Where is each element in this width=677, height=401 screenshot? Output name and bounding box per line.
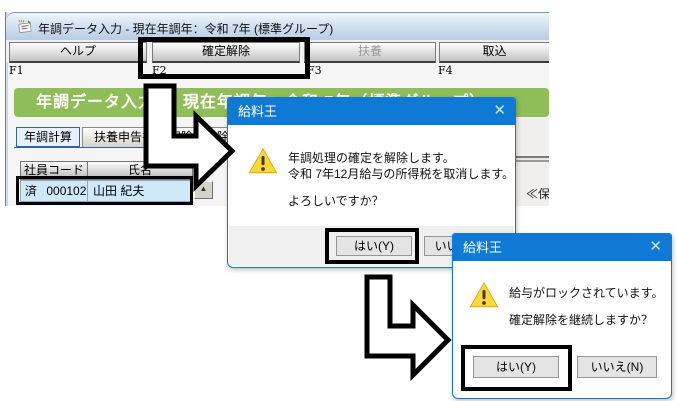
- confirm-dialog-lock-warning: 給料王 ✕ 給与がロックされています。 確定解除を継続しますか？ はい(Y) い…: [452, 233, 672, 399]
- table-row-name-cell[interactable]: 山田 紀夫: [87, 180, 193, 202]
- toolbar-button-kakutei-kaijo[interactable]: 確定解除: [152, 42, 300, 63]
- dialog2-yes-button[interactable]: はい(Y): [473, 356, 559, 378]
- memo-pen-icon: [18, 19, 32, 33]
- tab-hokenryo-koujo[interactable]: 保険料控除: [161, 127, 237, 147]
- toolbar-button-fuyou: 扶養: [304, 42, 436, 63]
- dialog1-titlebar: 給料王: [228, 98, 515, 125]
- warning-icon: [248, 147, 278, 174]
- row-employee-code: 000102: [46, 184, 87, 198]
- dialog1-message-line3: よろしいですか？: [288, 194, 384, 208]
- arrow-dialog1-to-dialog2: [364, 274, 452, 382]
- warning-icon: [469, 281, 499, 308]
- scroll-up-button[interactable]: ▲: [194, 181, 213, 199]
- fkey-label-f4: F4: [438, 64, 453, 77]
- table-row-code-cell[interactable]: 済 000102: [20, 180, 88, 202]
- tab-strip-underline: [14, 147, 228, 148]
- fkey-label-f3: F3: [307, 64, 322, 77]
- right-pane-button-fragment[interactable]: ≪保: [526, 187, 549, 201]
- toolbar-button-torikomi[interactable]: 取込: [439, 42, 549, 63]
- dialog2-message-line1: 給与がロックされています。: [509, 286, 664, 300]
- dialog1-message-line1: 年調処理の確定を解除します。: [288, 151, 455, 165]
- pane-splitter: [509, 156, 549, 162]
- window-titlebar: 年調データ入力 - 現在年調年：令和 7年 (標準グループ): [6, 12, 549, 41]
- dialog2-message-line2: 確定解除を継続しますか？: [509, 313, 654, 327]
- dialog1-close-icon[interactable]: ✕: [493, 102, 506, 119]
- dialog2-no-button[interactable]: いいえ(N): [577, 356, 657, 378]
- dialog2-titlebar: 給料王: [453, 234, 671, 261]
- row-status-done: 済: [25, 184, 38, 198]
- scroll-up-icon: ▲: [199, 184, 208, 193]
- toolbar-button-help[interactable]: ヘルプ: [9, 42, 147, 63]
- dialog1-message-line2: 令和 7年12月給与の所得税を取消します。: [288, 167, 515, 181]
- fkey-label-f1: F1: [9, 64, 24, 77]
- confirm-dialog-unlock: 給料王 ✕ 年調処理の確定を解除します。 令和 7年12月給与の所得税を取消しま…: [227, 97, 516, 268]
- tab-fuyou-shinkokusho[interactable]: 扶養申告書: [82, 127, 166, 147]
- column-header-employee-code: 社員コード: [20, 161, 88, 180]
- column-header-name: 氏名: [87, 161, 193, 180]
- tab-nencho-keisan[interactable]: 年調計算: [16, 127, 80, 147]
- window-title: 年調データ入力 - 現在年調年：令和 7年 (標準グループ): [38, 22, 334, 36]
- dialog1-yes-button[interactable]: はい(Y): [336, 236, 412, 256]
- dialog2-close-icon[interactable]: ✕: [649, 238, 662, 255]
- function-toolbar: ヘルプ 確定解除 扶養 取込: [6, 40, 549, 63]
- fkey-label-f2: F2: [152, 64, 167, 77]
